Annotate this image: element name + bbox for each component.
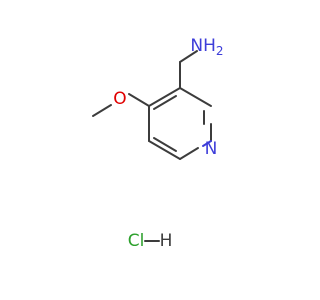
bond-ch2-n	[179, 50, 198, 63]
double-bond-c3-c4	[153, 95, 177, 110]
chlorine-label: Cl	[128, 231, 145, 251]
bond-o-ch3	[92, 104, 112, 117]
oxygen-label: O	[113, 89, 126, 109]
bond-c3-c4	[148, 87, 181, 107]
bond-c4-o	[128, 93, 150, 107]
structure-canvas: NH2 N O Cl H	[92, 36, 224, 251]
ring-nitrogen-label: N	[205, 139, 218, 159]
hydrogen-label: H	[160, 231, 173, 251]
chemical-structure: NH2 N O Cl H	[92, 36, 224, 251]
salt-group: Cl H	[128, 231, 173, 251]
amine-label: NH2	[190, 36, 223, 58]
double-bond-c5-c6	[153, 137, 177, 152]
bond-group	[92, 50, 212, 160]
bond-c6-n	[179, 147, 199, 160]
bond-c5-c6	[148, 140, 181, 160]
atom-labels: NH2 N O	[113, 36, 223, 159]
bond-n-highlight	[202, 140, 212, 147]
bond-c2-c3	[179, 87, 212, 107]
